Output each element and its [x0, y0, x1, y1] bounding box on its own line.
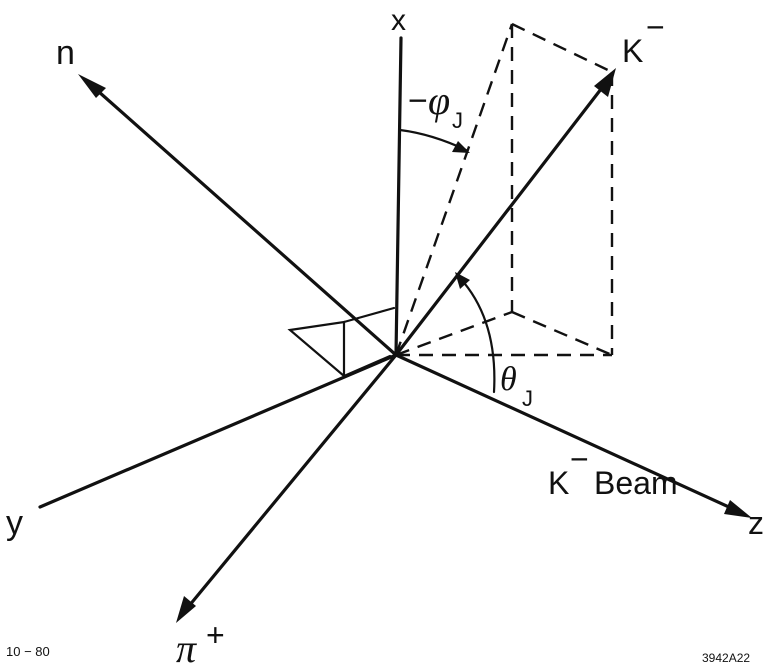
pi-axis-label: π — [176, 626, 197, 667]
theta-symbol: θ — [500, 361, 517, 398]
x-axis-line — [394, 36, 403, 357]
beam-k-superscript: − — [570, 441, 589, 477]
x-axis-label: x — [391, 4, 406, 37]
phi-arc-arrowhead — [452, 141, 470, 153]
k-vector-arrowhead — [594, 68, 616, 97]
k-vector-superscript: − — [646, 9, 665, 45]
k-vector-line — [394, 78, 610, 357]
pi-axis-superscript: + — [206, 617, 225, 653]
k-vector-label: K — [622, 33, 643, 69]
phi-symbol: φ — [428, 78, 450, 123]
pi-axis-line — [182, 353, 398, 614]
n-axis-label: n — [56, 34, 75, 72]
pi-axis-arrowhead — [176, 596, 196, 623]
phi-subscript: J — [452, 108, 463, 133]
plane-fragment — [287, 306, 396, 379]
z-axis-label: z — [748, 505, 764, 541]
theta-angle-arc — [458, 276, 496, 394]
n-axis-arrowhead — [78, 74, 106, 98]
z-axis-arrowhead — [724, 500, 752, 518]
theta-subscript: J — [522, 386, 533, 411]
n-axis-line — [88, 82, 398, 357]
phi-sign: − — [408, 82, 428, 120]
y-axis-line — [38, 353, 398, 509]
theta-arc-arrowhead — [455, 272, 470, 289]
z-axis-line — [394, 353, 744, 515]
y-axis-label: y — [6, 504, 23, 542]
figure-code: 3942A22 — [702, 651, 750, 665]
beam-k-label: K — [548, 465, 569, 501]
date-code: 10 − 80 — [6, 644, 50, 659]
projection-box — [394, 22, 614, 357]
beam-word-label: Beam — [594, 465, 678, 501]
